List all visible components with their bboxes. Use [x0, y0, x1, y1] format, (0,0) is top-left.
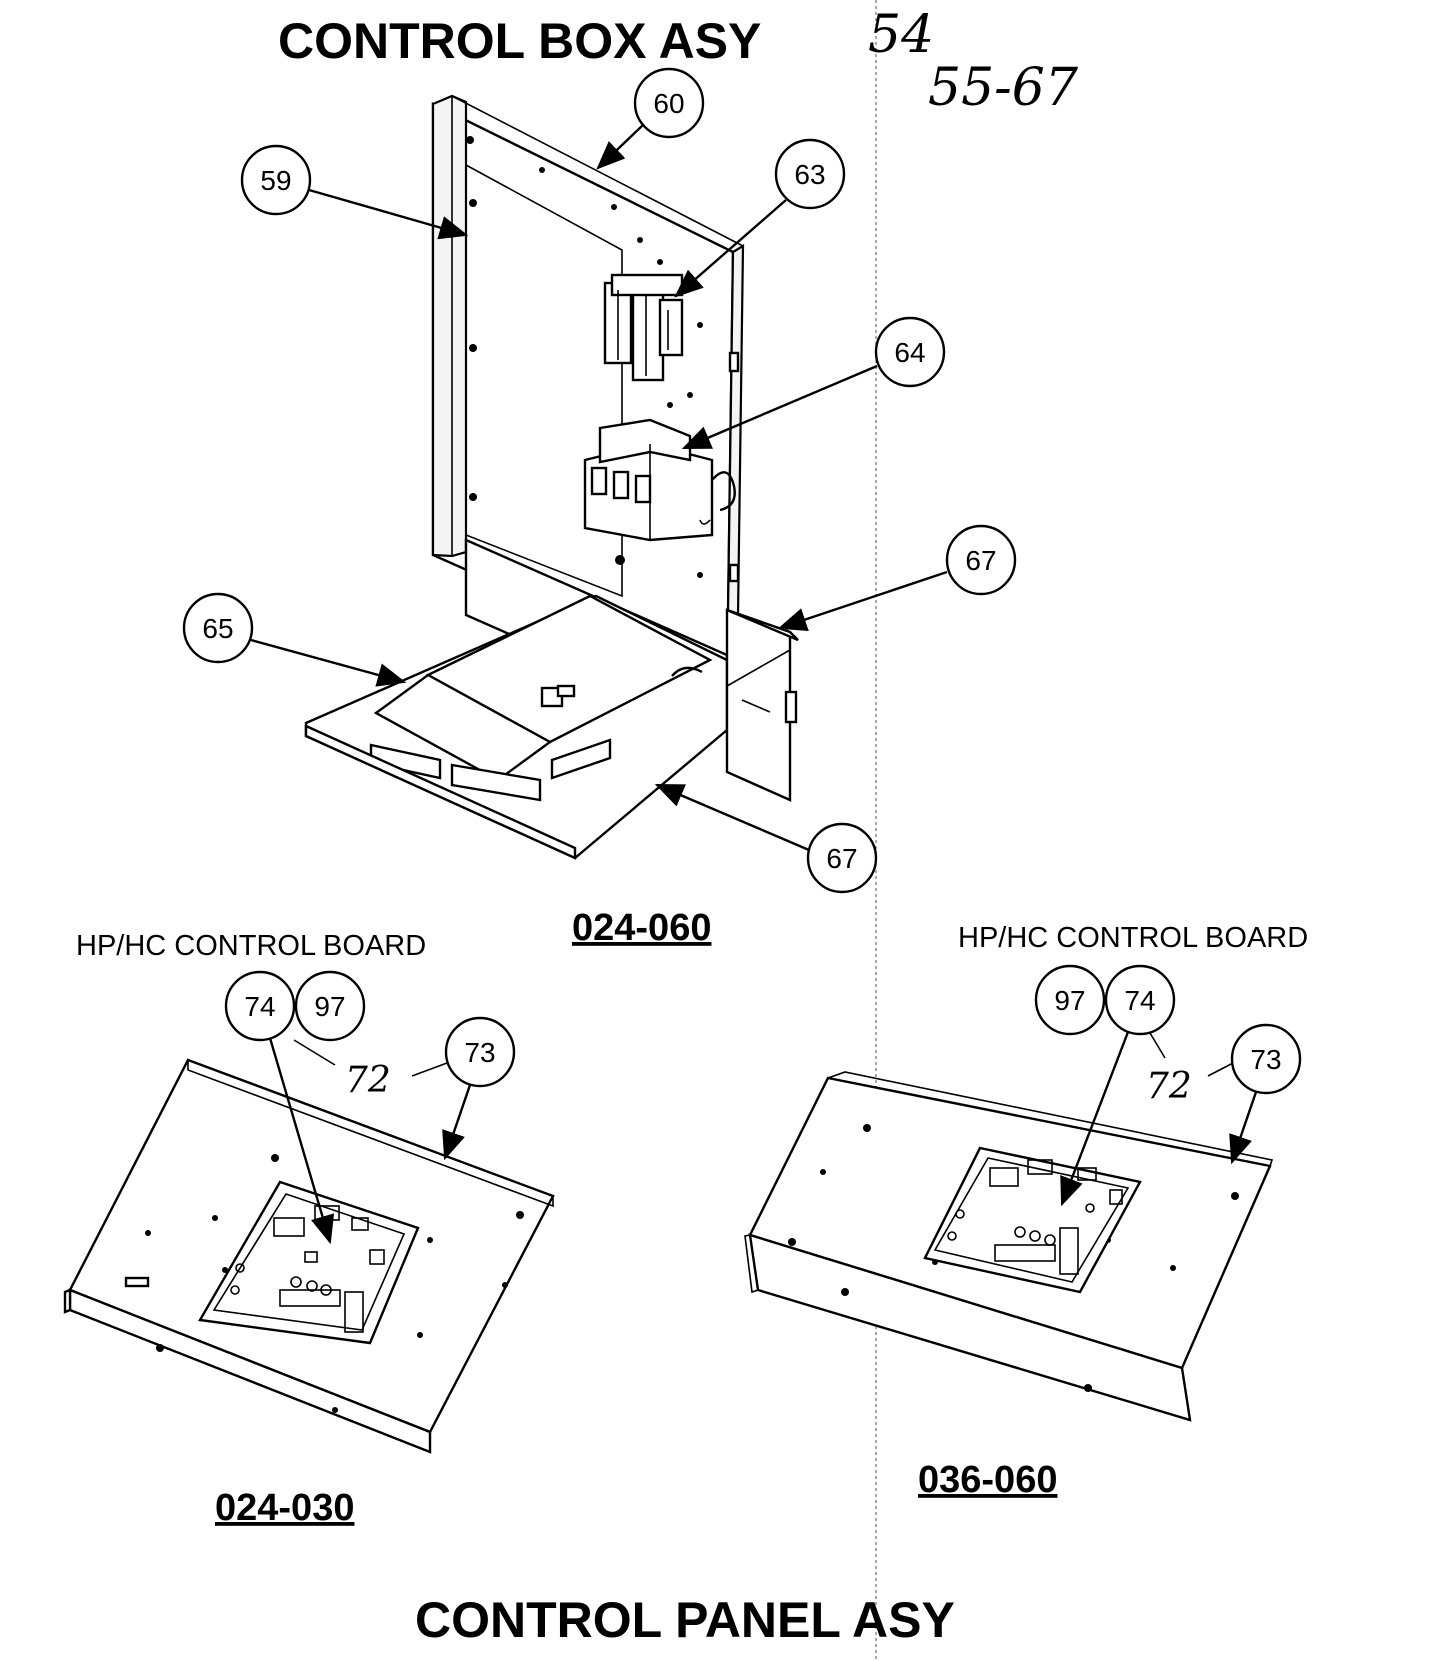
callout-59: 59	[240, 144, 469, 240]
title-control-box: CONTROL BOX ASY	[278, 13, 761, 69]
callout-97-left: 97	[294, 970, 366, 1042]
svg-text:64: 64	[894, 337, 925, 368]
right-panel-drawing	[744, 1071, 1274, 1422]
callout-64: 64	[681, 316, 946, 450]
handwritten-page-number: 54	[868, 5, 934, 65]
svg-text:65: 65	[202, 613, 233, 644]
svg-text:97: 97	[314, 991, 345, 1022]
svg-text:63: 63	[794, 159, 825, 190]
svg-text:97: 97	[1054, 985, 1085, 1016]
handwritten-72-right: 72	[1146, 1066, 1192, 1107]
callout-73-right: 73	[1207, 1023, 1302, 1165]
svg-text:67: 67	[826, 843, 857, 874]
board-label-left: HP/HC CONTROL BOARD	[76, 930, 426, 962]
svg-text:67: 67	[965, 545, 996, 576]
svg-text:60: 60	[653, 88, 684, 119]
callout-73-left: 73	[411, 1016, 516, 1161]
title-control-panel: CONTROL PANEL ASY	[415, 1592, 955, 1648]
left-panel-drawing	[63, 1058, 555, 1454]
callout-63: 63	[674, 138, 846, 298]
handwritten-range: 55-67	[928, 58, 1079, 118]
svg-text:73: 73	[1250, 1044, 1281, 1075]
model-label-main: 024-060	[572, 907, 711, 949]
callout-74-right: 74	[1060, 964, 1176, 1207]
model-label-right: 036-060	[918, 1459, 1057, 1501]
svg-text:59: 59	[260, 165, 291, 196]
control-box-drawing	[304, 94, 799, 860]
svg-text:73: 73	[464, 1037, 495, 1068]
callout-60: 60	[596, 67, 705, 170]
callout-97-right: 97	[1034, 964, 1106, 1036]
svg-text:74: 74	[1124, 985, 1155, 1016]
board-label-right: HP/HC CONTROL BOARD	[958, 922, 1308, 954]
callout-74-left: 74	[224, 970, 336, 1245]
handwritten-72-left: 72	[345, 1060, 391, 1101]
callout-67-bottom: 67	[654, 783, 878, 894]
callout-67-top: 67	[777, 524, 1017, 631]
model-label-left: 024-030	[215, 1487, 354, 1529]
svg-text:74: 74	[244, 991, 275, 1022]
callout-65: 65	[182, 592, 407, 687]
